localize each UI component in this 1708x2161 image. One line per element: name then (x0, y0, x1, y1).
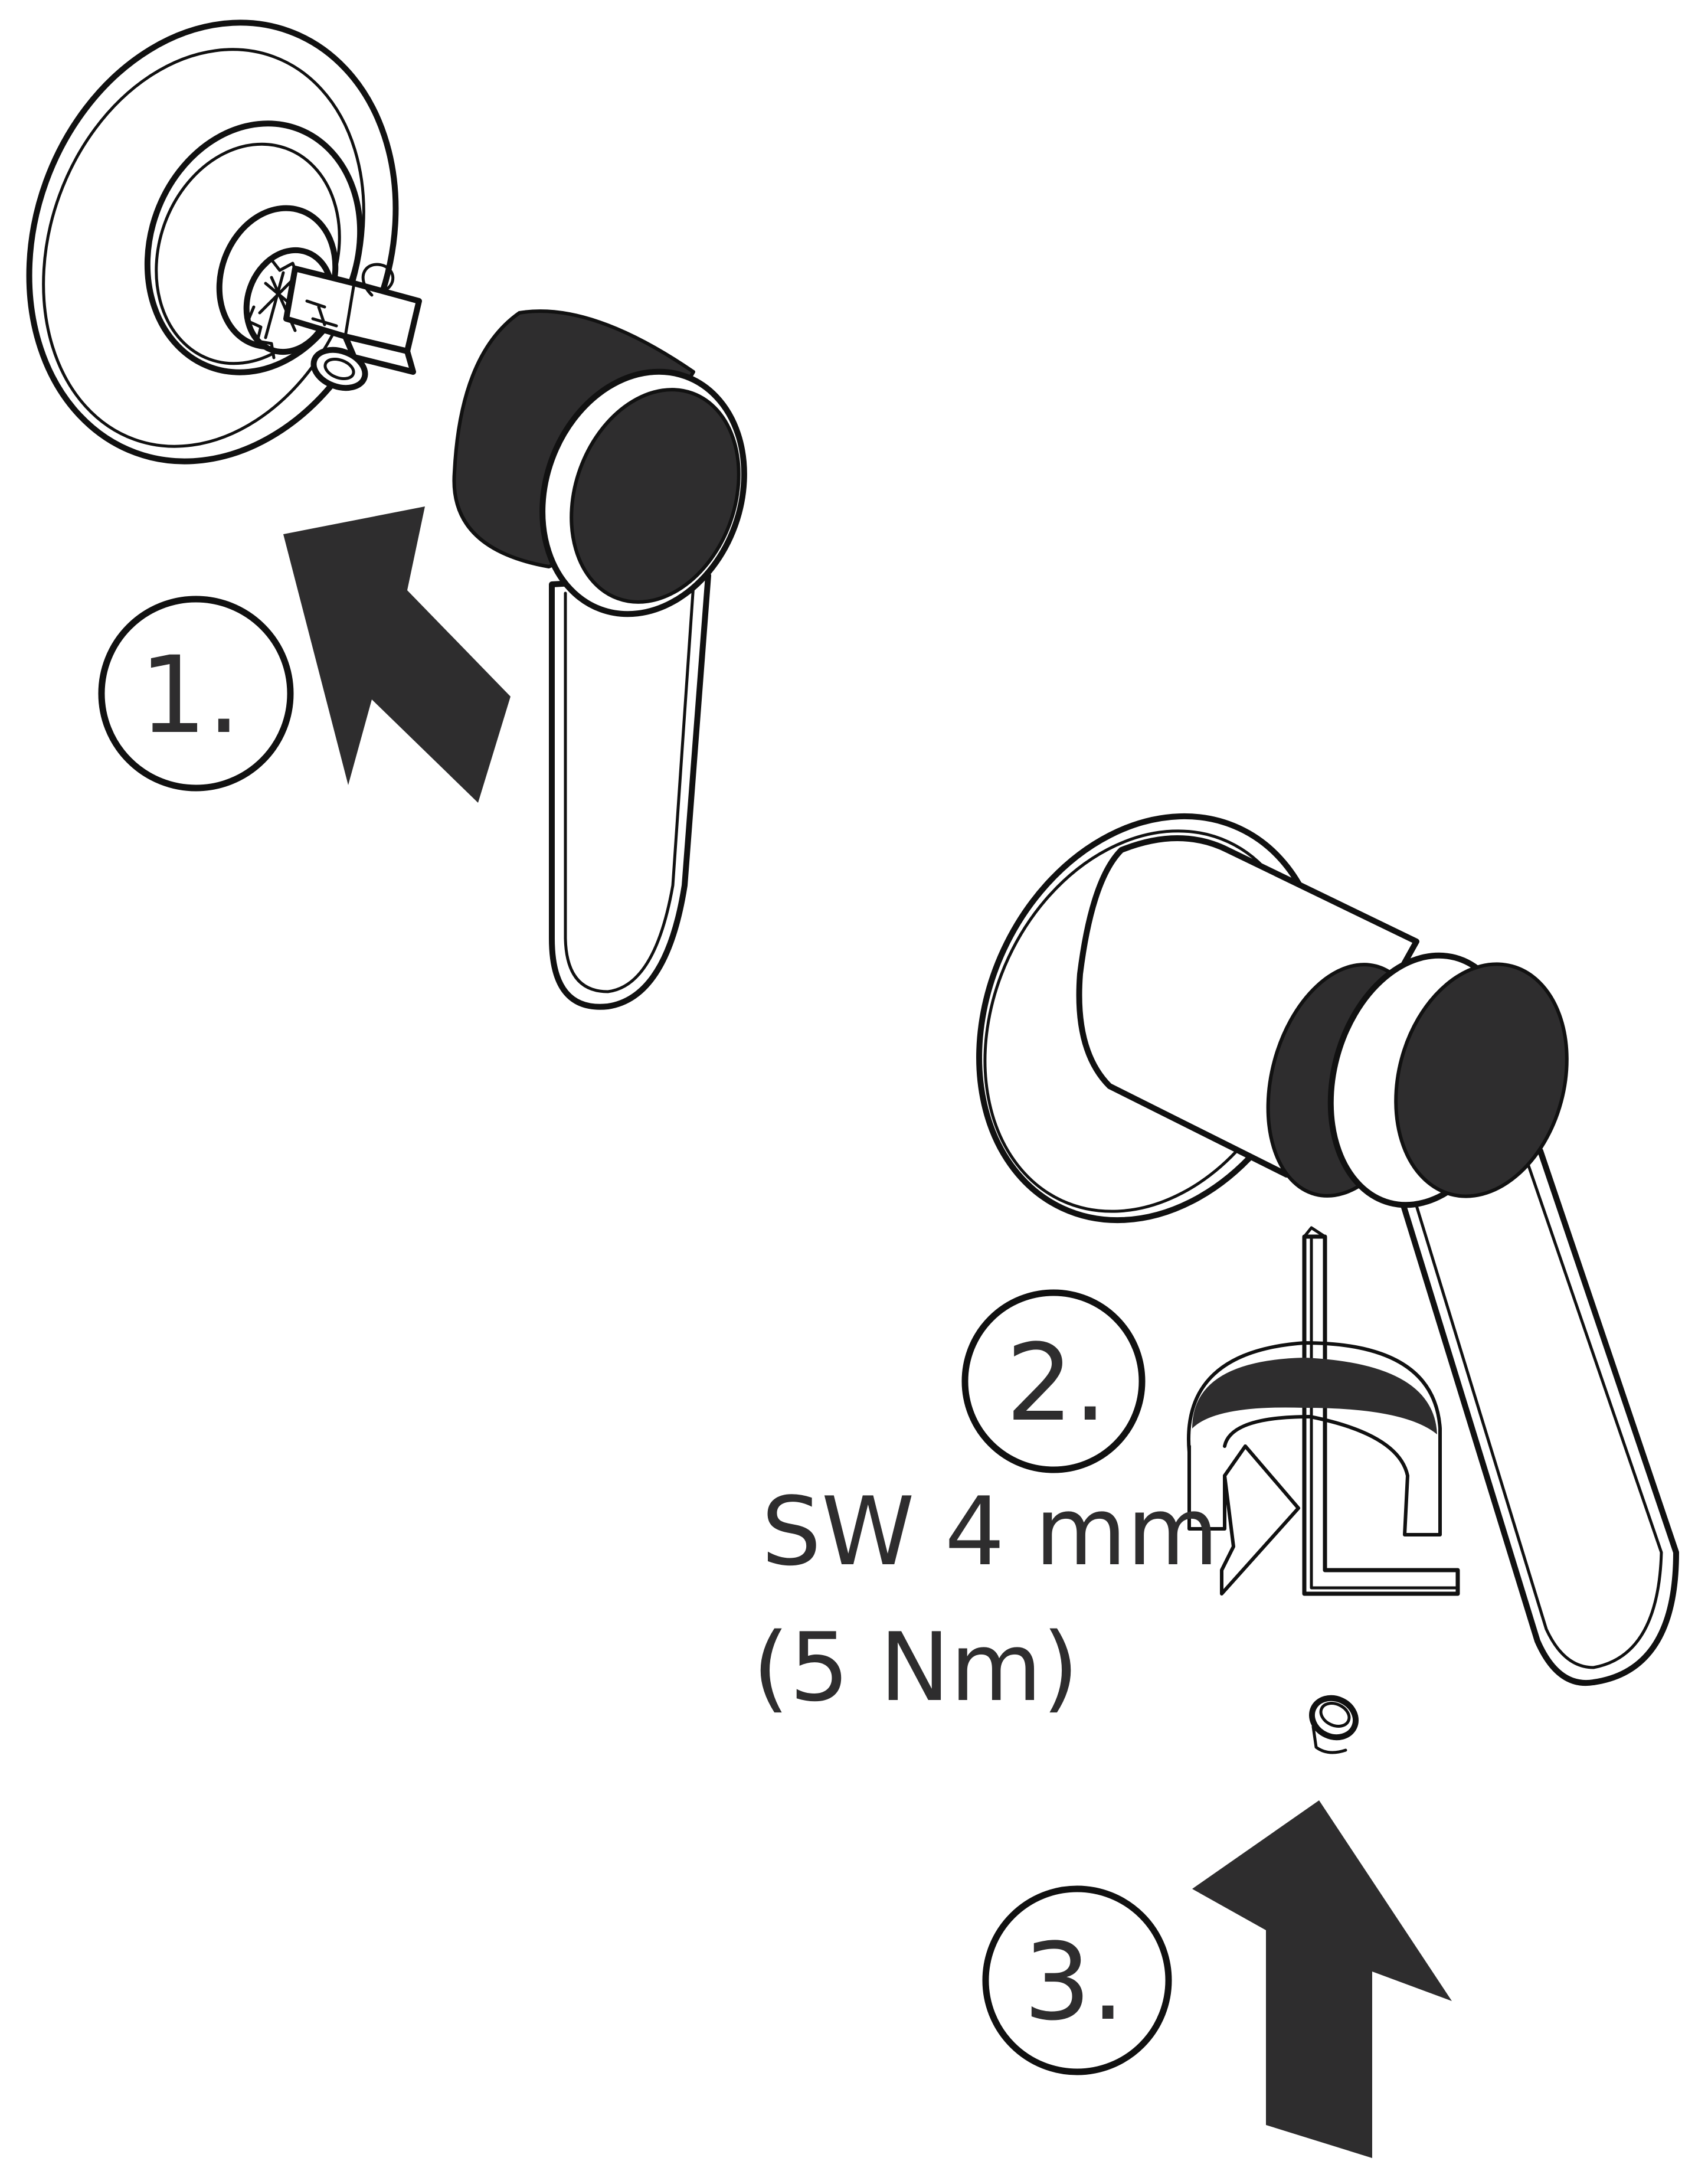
lever-handle-step2 (1266, 952, 1679, 1686)
step-3-marker: 3. (982, 1885, 1172, 2075)
cover-plug-icon (1309, 1695, 1359, 1754)
push-arrow-icon (283, 506, 511, 803)
wall-rosette-step1 (26, 19, 399, 465)
step-1-label: 1. (139, 634, 241, 757)
step-3-label: 3. (1023, 1921, 1125, 2044)
hex-key-size-label: SW 4 mm (761, 1476, 1219, 1587)
torque-label: (5 Nm) (752, 1612, 1079, 1722)
hex-key-icon (1302, 1226, 1460, 1596)
push-arrow-icon (1192, 1800, 1452, 2158)
rotate-arrow-icon (1187, 1341, 1442, 1596)
cartridge-spindle (243, 247, 422, 391)
step-1-marker: 1. (98, 596, 294, 792)
step-2-label: 2. (1006, 1322, 1107, 1445)
step-2-marker: 2. (961, 1289, 1146, 1473)
lever-handle-step1 (452, 309, 747, 1010)
